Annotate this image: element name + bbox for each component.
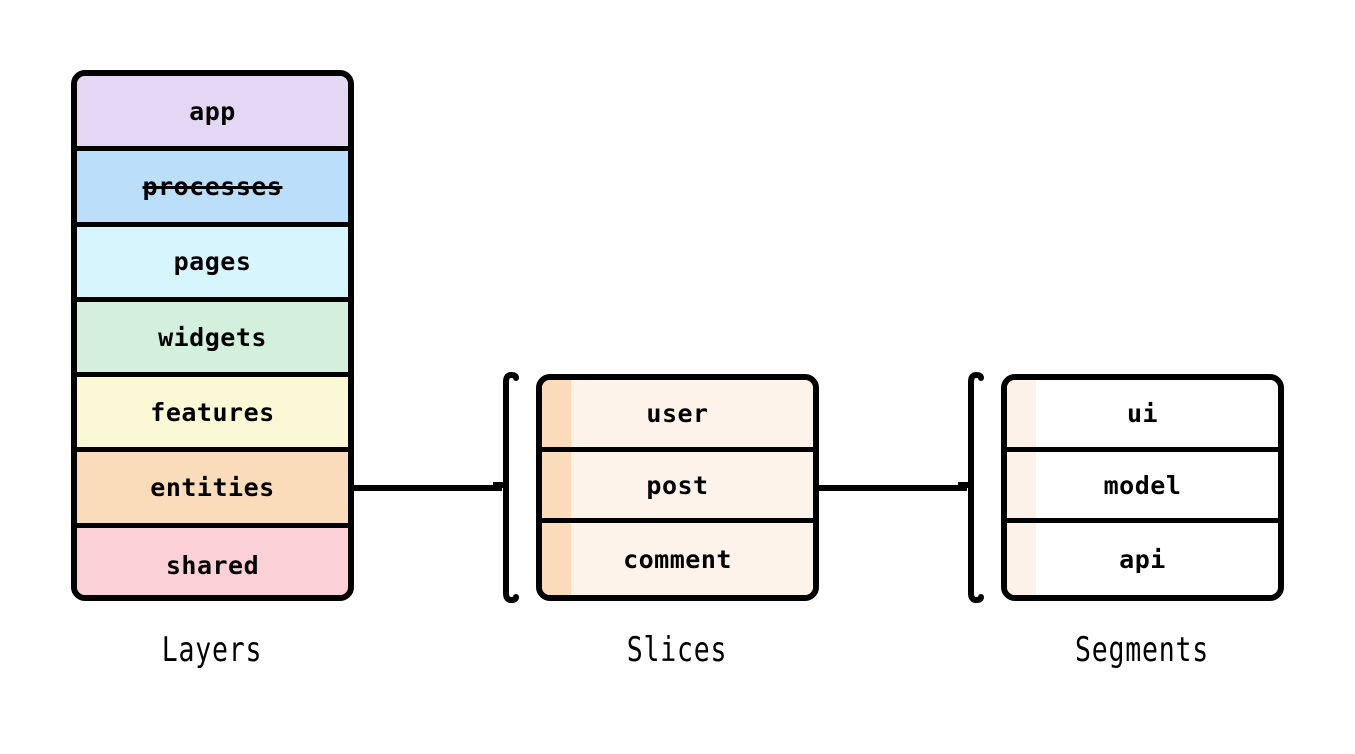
layer-row-processes[interactable]: processes [77,151,348,227]
segment-row-api[interactable]: api [1007,523,1278,595]
layer-row-pages[interactable]: pages [77,226,348,302]
segment-row-model[interactable]: model [1007,451,1278,524]
segment-accent-stripe [1007,451,1036,519]
layer-label-processes: processes [142,171,283,201]
layer-label-widgets: widgets [158,322,267,352]
layer-label-entities: entities [150,473,275,503]
caption-layers: Layers [161,630,263,670]
caption-segments: Segments [1075,630,1209,670]
layer-label-features: features [150,397,275,427]
connector-slices-to-segments [817,485,967,491]
slices-bracket [493,372,519,603]
connector-layers-to-slices [352,485,502,491]
layer-row-entities[interactable]: entities [77,452,348,528]
segment-label-api: api [1119,544,1166,574]
slice-row-post[interactable]: post [542,451,813,524]
slices-stack: user post comment [536,374,819,601]
layer-row-features[interactable]: features [77,377,348,453]
layer-row-app[interactable]: app [77,76,348,152]
segment-label-model: model [1103,470,1182,500]
layer-label-shared: shared [165,550,260,580]
slice-accent-stripe [542,523,571,595]
segment-row-ui[interactable]: ui [1007,380,1278,452]
segment-label-ui: ui [1126,398,1159,428]
slice-row-user[interactable]: user [542,380,813,452]
layer-row-widgets[interactable]: widgets [77,301,348,378]
segment-accent-stripe [1007,380,1036,447]
layer-label-pages: pages [173,247,252,277]
slice-accent-stripe [542,451,571,519]
slice-label-post: post [646,470,709,500]
slice-row-comment[interactable]: comment [542,523,813,595]
slice-accent-stripe [542,380,571,447]
caption-slices: Slices [626,630,728,670]
slice-label-user: user [646,398,709,428]
slice-label-comment: comment [623,544,732,574]
segments-stack: ui model api [1001,374,1284,601]
layers-stack: app processes pages widgets features ent… [71,70,354,601]
layer-label-app: app [189,96,236,126]
segment-accent-stripe [1007,523,1036,595]
layer-row-shared[interactable]: shared [77,527,348,595]
segments-bracket [958,372,984,603]
